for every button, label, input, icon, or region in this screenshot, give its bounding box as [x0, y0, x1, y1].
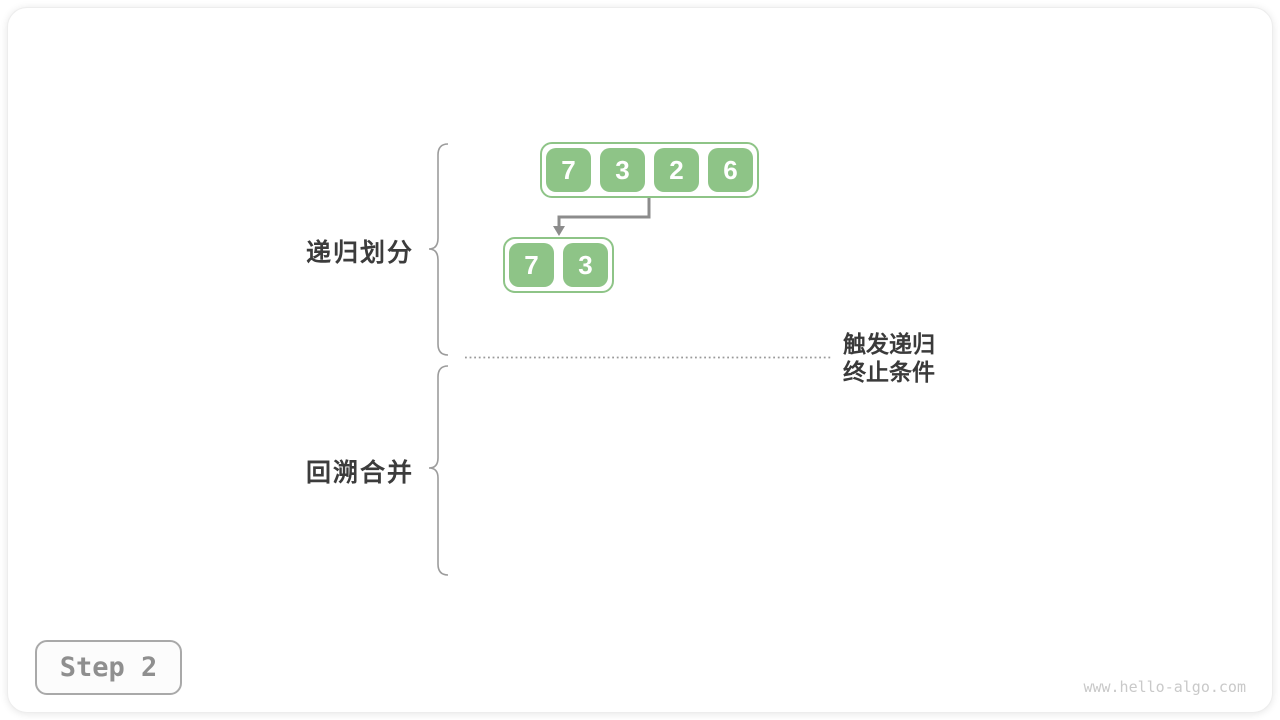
array-cell: 7: [509, 243, 554, 287]
array-cell: 2: [654, 148, 699, 192]
array-level1: 7 3 2 6: [540, 142, 759, 198]
base-case-annotation-line1: 触发递归: [843, 331, 935, 357]
watermark-text: www.hello-algo.com: [1083, 678, 1246, 696]
step-badge: Step 2: [35, 640, 182, 695]
diagram-card: [7, 7, 1273, 713]
array-cell: 3: [600, 148, 645, 192]
array-cell: 7: [546, 148, 591, 192]
merge-phase-label: 回溯合并: [305, 459, 414, 487]
array-level2: 7 3: [503, 237, 614, 293]
base-case-annotation: 触发递归 终止条件: [843, 330, 935, 386]
divide-phase-label: 递归划分: [305, 239, 414, 267]
base-case-annotation-line2: 终止条件: [843, 359, 935, 385]
array-cell: 3: [563, 243, 608, 287]
array-cell: 6: [708, 148, 753, 192]
